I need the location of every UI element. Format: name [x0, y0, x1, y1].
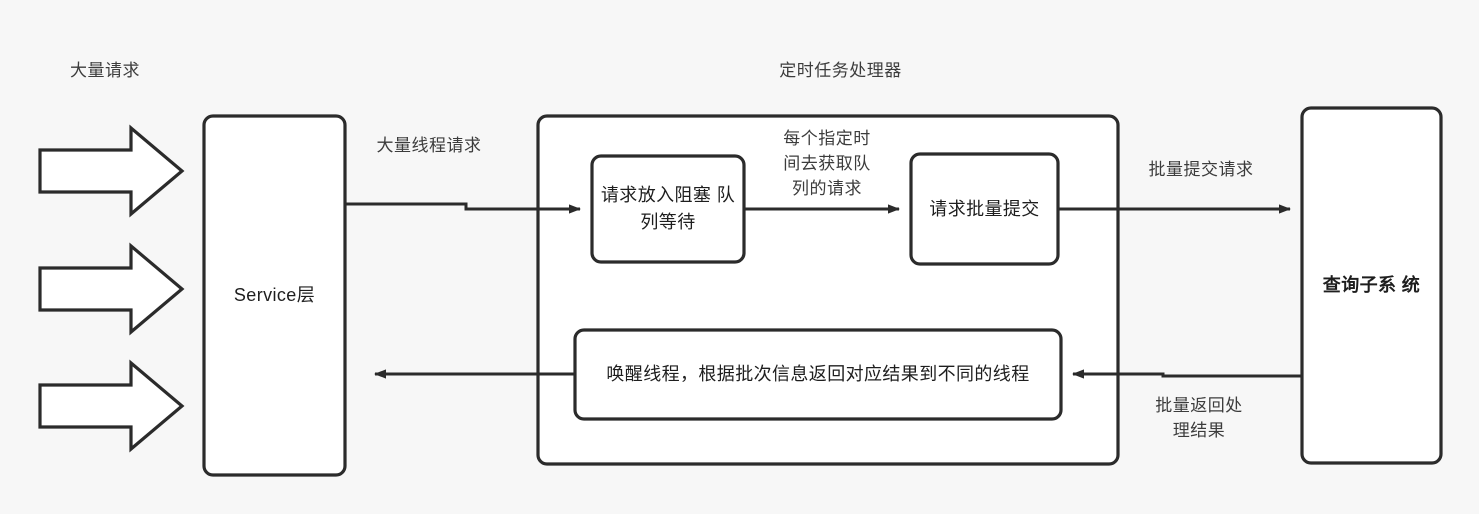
- label-batch-submit-request: 批量提交请求: [1148, 160, 1254, 179]
- block-arrow-1: [38, 124, 185, 218]
- label-mass-requests: 大量请求: [70, 61, 140, 80]
- block-arrow-2: [38, 242, 185, 336]
- label-scheduled-task-processor: 定时任务处理器: [779, 61, 902, 80]
- batch-submit-box[interactable]: [909, 152, 1060, 266]
- block-arrow-3: [38, 359, 185, 453]
- label-mass-thread-requests: 大量线程请求: [376, 136, 482, 155]
- label-batch-return-result: 批量返回处 理结果: [1155, 396, 1243, 440]
- edge-subsystem-to-wakeup: [1072, 369, 1302, 379]
- label-fetch-queue-at-interval: 每个指定时 间去获取队 列的请求: [783, 129, 871, 198]
- service-layer-box[interactable]: [202, 114, 347, 477]
- query-subsystem-box[interactable]: [1300, 106, 1443, 465]
- blocking-queue-box[interactable]: [590, 154, 746, 264]
- wakeup-thread-box[interactable]: [573, 328, 1063, 421]
- edge-service-to-queue: [345, 202, 581, 214]
